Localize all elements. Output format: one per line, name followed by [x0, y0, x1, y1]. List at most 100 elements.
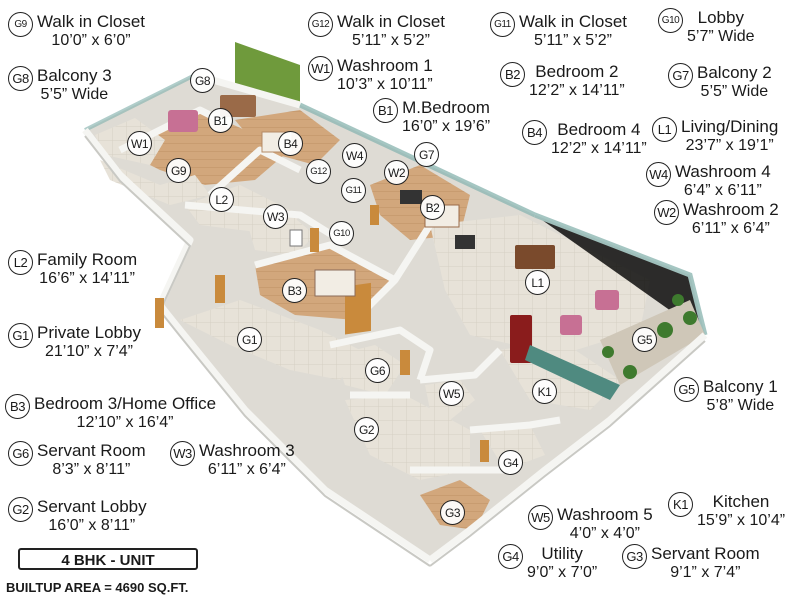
- legend-badge: B2: [500, 62, 525, 87]
- legend-name: Washroom 4: [675, 162, 771, 181]
- legend-dim: 12’2” x 14’11”: [551, 140, 647, 157]
- legend-dim: 5’7” Wide: [687, 28, 755, 45]
- legend-dim: 23’7” x 19’1”: [685, 137, 774, 154]
- legend-name: Balcony 1: [703, 377, 778, 396]
- legend-badge: G10: [658, 8, 683, 33]
- furniture: [168, 95, 620, 400]
- marker-g10: G10: [329, 221, 354, 246]
- marker-l1: L1: [525, 270, 550, 295]
- legend-badge: G11: [490, 12, 515, 37]
- marker-g9: G9: [166, 158, 191, 183]
- glass-rail-left: [84, 73, 196, 132]
- legend-dim: 5’11” x 5’2”: [352, 32, 430, 49]
- legend-name: Balcony 3: [37, 66, 112, 85]
- legend-dim: 16’0” x 19’6”: [402, 118, 491, 135]
- legend-dim: 5’8” Wide: [706, 397, 775, 414]
- legend-dim: 6’11” x 6’4”: [691, 220, 770, 237]
- legend-dim: 9’0” x 7’0”: [527, 564, 598, 581]
- marker-w2: W2: [384, 160, 409, 185]
- legend-dim: 10’3” x 10’11”: [337, 76, 433, 93]
- legend-name: Servant Lobby: [37, 497, 147, 516]
- legend-badge: G9: [8, 12, 33, 37]
- marker-g6: G6: [365, 358, 390, 383]
- legend-badge: L2: [8, 250, 33, 275]
- legend-dim: 12’2” x 14’11”: [529, 82, 625, 99]
- legend-name: Utility: [541, 544, 583, 563]
- legend-badge: W1: [308, 56, 333, 81]
- marker-b2: B2: [420, 195, 445, 220]
- legend-dim: 5’11” x 5’2”: [534, 32, 612, 49]
- floor-servant-lobby: [345, 395, 470, 480]
- legend-name: Walk in Closet: [519, 12, 628, 31]
- legend-badge: K1: [668, 492, 693, 517]
- legend-badge: G1: [8, 323, 33, 348]
- legend-badge: G7: [668, 63, 693, 88]
- legend-dim: 16’0” x 8’11”: [48, 517, 136, 534]
- legend-badge: G5: [674, 377, 699, 402]
- legend-dim: 6’11” x 6’4”: [207, 461, 286, 478]
- wall-shadows: [84, 135, 706, 567]
- legend-name: Servant Room: [651, 544, 760, 563]
- marker-b1: B1: [208, 108, 233, 133]
- builtup-area-label: BUILTUP AREA = 4690 SQ.FT.: [6, 580, 189, 595]
- floor-walk-in-closet-g9: [100, 160, 210, 205]
- marker-l2: L2: [209, 187, 234, 212]
- legend-badge: W5: [528, 505, 553, 530]
- marker-k1: K1: [532, 379, 557, 404]
- marker-g4: G4: [498, 450, 523, 475]
- legend-badge: L1: [652, 117, 677, 142]
- legend-badge: B3: [5, 394, 30, 419]
- legend-name: Balcony 2: [697, 63, 772, 82]
- marker-g11: G11: [341, 178, 366, 203]
- legend-badge: W4: [646, 162, 671, 187]
- legend-dim: 12’10” x 16’4”: [76, 414, 174, 431]
- legend-badge: G3: [622, 544, 647, 569]
- legend-badge: W2: [654, 200, 679, 225]
- plants: [602, 294, 697, 379]
- legend-dim: 15’9” x 10’4”: [697, 512, 786, 529]
- marker-w1: W1: [127, 131, 152, 156]
- marker-g7: G7: [414, 142, 439, 167]
- marker-b3: B3: [282, 278, 307, 303]
- legend-badge: G12: [308, 12, 333, 37]
- legend-name: Private Lobby: [37, 323, 141, 342]
- legend-badge: G2: [8, 497, 33, 522]
- legend-name: Walk in Closet: [37, 12, 146, 31]
- legend-dim: 21’10” x 7’4”: [44, 343, 133, 360]
- floor-utility: [480, 425, 545, 470]
- glass-rail-right: [534, 212, 708, 336]
- legend-dim: 4’0” x 4’0”: [569, 525, 640, 542]
- marker-g2: G2: [354, 417, 379, 442]
- marker-b4: B4: [278, 131, 303, 156]
- legend-badge: B4: [522, 120, 547, 145]
- legend-badge: B1: [373, 98, 398, 123]
- legend-badge: G8: [8, 66, 33, 91]
- legend-name: Family Room: [37, 250, 138, 269]
- legend-dim: 6’4” x 6’11”: [683, 182, 762, 199]
- legend-name: Bedroom 3/Home Office: [34, 394, 217, 413]
- legend-badge: G6: [8, 441, 33, 466]
- marker-w3: W3: [263, 204, 288, 229]
- marker-g5: G5: [632, 327, 657, 352]
- marker-g8: G8: [190, 68, 215, 93]
